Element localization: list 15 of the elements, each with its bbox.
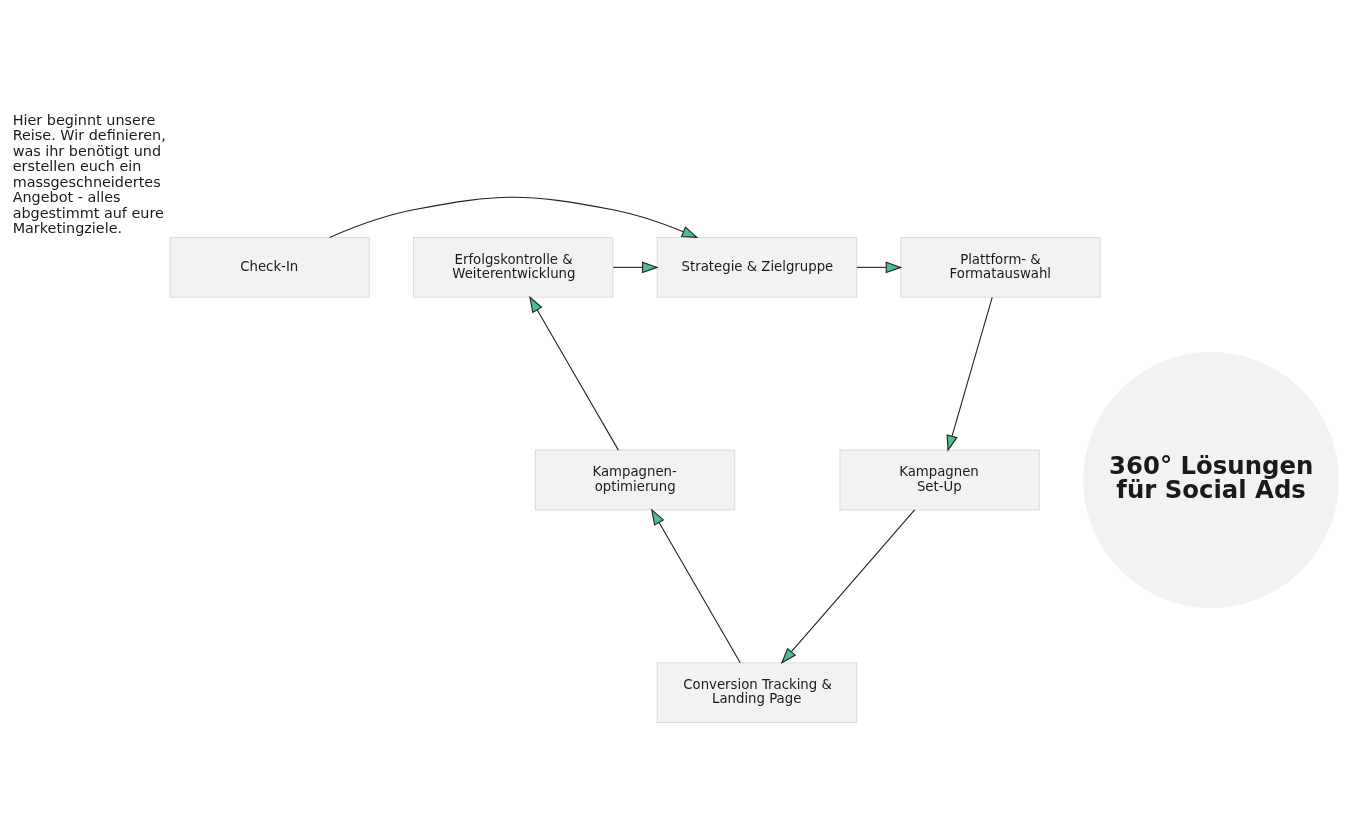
arrow — [946, 296, 993, 452]
arrow — [329, 196, 699, 239]
node-box: Kampagnen Set-Up — [839, 449, 1040, 511]
arrow — [780, 509, 916, 664]
arrow — [612, 261, 659, 274]
node-box: Kampagnen- optimierung — [534, 449, 736, 511]
arrow — [650, 508, 741, 664]
node-box: Erfolgskontrolle & Weiterentwicklung — [413, 236, 614, 298]
node-box: Plattform- & Formatauswahl — [900, 236, 1101, 298]
arrow — [529, 295, 619, 451]
node-box: Check-In — [169, 236, 370, 298]
node-box: Conversion Tracking & Landing Page — [656, 662, 858, 724]
node-box: Strategie & Zielgruppe — [656, 236, 858, 298]
node-label: Hier beginnt unsere Reise. Wir definieren, was ihr benötigt und erstellen euch ein massgeschneidertes Angebot - alles abgestimmt auf eure Marketingziele. — [12, 111, 166, 237]
arrow — [856, 261, 903, 274]
